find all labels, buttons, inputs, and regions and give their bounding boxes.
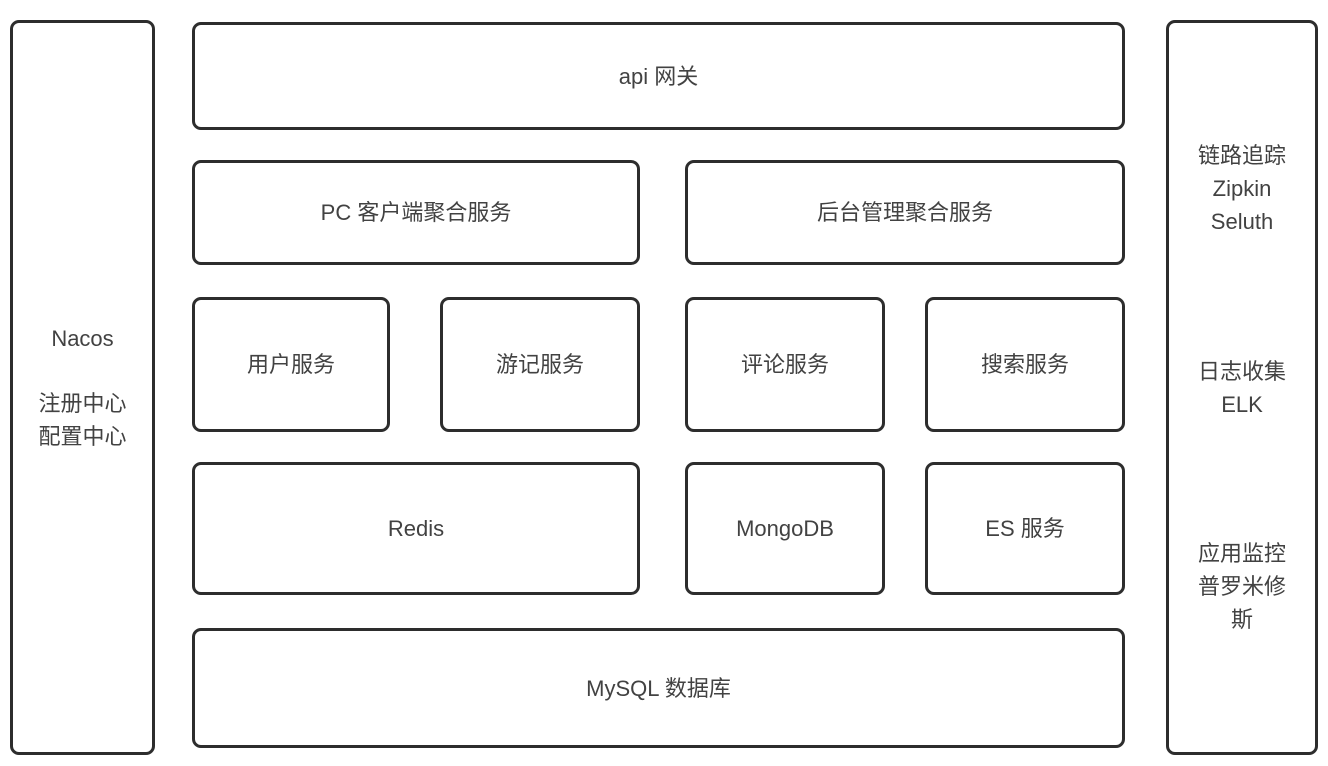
box-api-gateway: api 网关: [192, 22, 1125, 130]
mysql-label: MySQL 数据库: [586, 675, 731, 701]
box-admin-aggregation-service: 后台管理聚合服务: [685, 160, 1125, 265]
box-user-service: 用户服务: [192, 297, 390, 432]
logging-line-title: 日志收集: [1197, 358, 1286, 384]
monitoring-line-prometheus: 普罗米修斯: [1197, 573, 1286, 632]
comment-service-label: 评论服务: [740, 352, 829, 377]
nacos-line-config: 配置中心: [38, 424, 127, 449]
group-log-collection: 日志收集 ELK: [1198, 355, 1286, 421]
box-mongodb: MongoDB: [685, 462, 885, 595]
panel-nacos: Nacos 注册中心 配置中心: [10, 20, 155, 755]
es-service-label: ES 服务: [985, 516, 1065, 541]
tracing-line-zipkin: Zipkin: [1212, 176, 1272, 202]
box-mysql-database: MySQL 数据库: [192, 628, 1125, 748]
mongodb-label: MongoDB: [736, 516, 834, 541]
group-link-tracing: 链路追踪 Zipkin Seluth: [1198, 139, 1286, 238]
tracing-line-seluth: Seluth: [1210, 209, 1274, 235]
logging-line-elk: ELK: [1221, 391, 1263, 417]
box-redis: Redis: [192, 462, 640, 595]
admin-aggregation-label: 后台管理聚合服务: [816, 200, 993, 225]
nacos-title: Nacos: [51, 326, 114, 351]
panel-observability: 链路追踪 Zipkin Seluth 日志收集 ELK 应用监控 普罗米修斯: [1166, 20, 1318, 755]
box-es-service: ES 服务: [925, 462, 1125, 595]
nacos-line-registry: 注册中心: [38, 391, 127, 416]
api-gateway-label: api 网关: [618, 63, 699, 89]
pc-aggregation-label: PC 客户端聚合服务: [320, 200, 512, 225]
box-search-service: 搜索服务: [925, 297, 1125, 432]
box-comment-service: 评论服务: [685, 297, 885, 432]
redis-label: Redis: [387, 516, 445, 541]
search-service-label: 搜索服务: [980, 352, 1069, 377]
user-service-label: 用户服务: [246, 352, 335, 377]
tracing-line-title: 链路追踪: [1197, 143, 1286, 169]
group-app-monitoring: 应用监控 普罗米修斯: [1196, 537, 1288, 636]
box-travel-notes-service: 游记服务: [440, 297, 640, 432]
box-pc-aggregation-service: PC 客户端聚合服务: [192, 160, 640, 265]
monitoring-line-title: 应用监控: [1197, 540, 1286, 566]
travel-service-label: 游记服务: [495, 352, 584, 377]
